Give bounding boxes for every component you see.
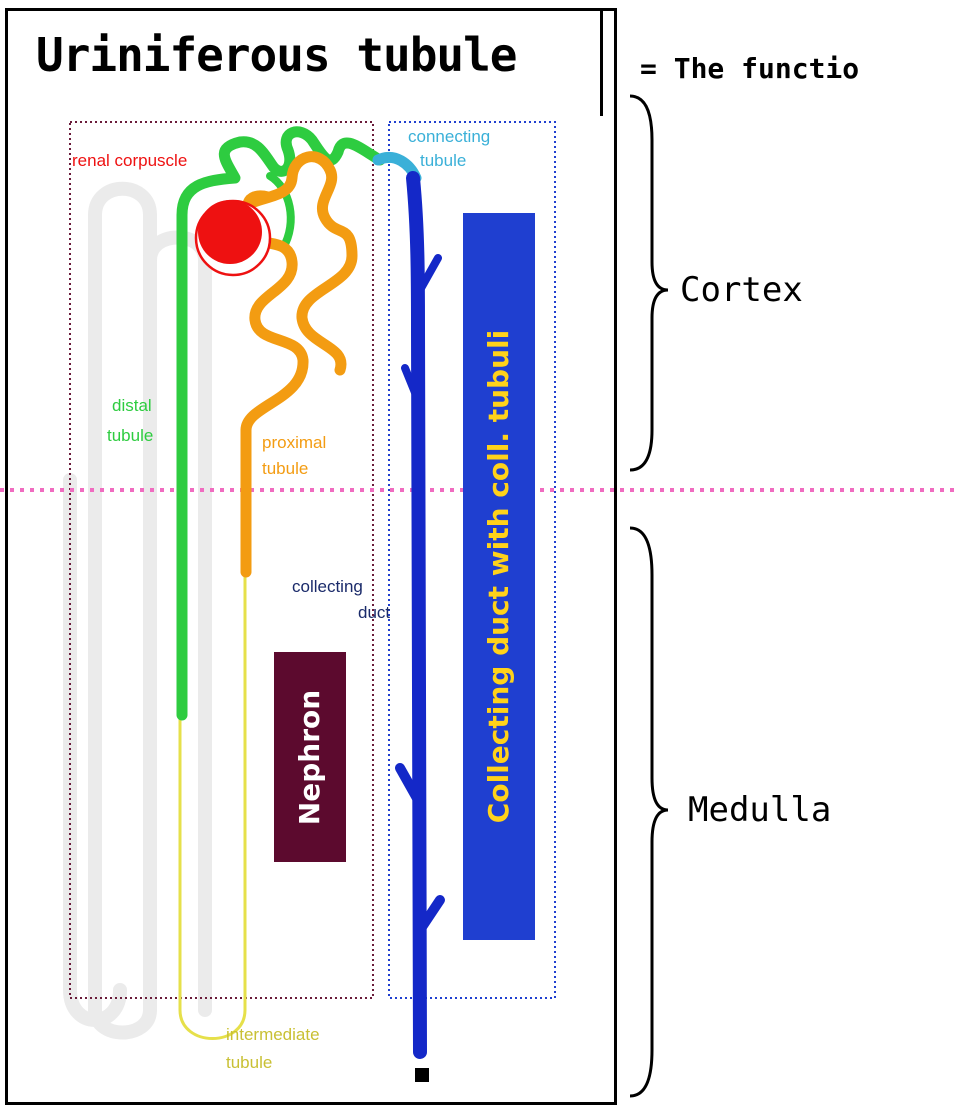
distal-tubule xyxy=(176,126,386,721)
proximal-tubule xyxy=(232,151,358,578)
diagram-frame xyxy=(5,8,617,1105)
medulla-label: Medulla xyxy=(688,790,832,830)
connecting-tubule-label-2: tubule xyxy=(420,151,467,170)
collecting-dotted-box xyxy=(388,121,556,999)
page-title: Uriniferous tubule xyxy=(36,28,517,82)
intermediate-tubule-label-1: intermediate xyxy=(226,1025,320,1044)
proximal-tubule-label-2: tubule xyxy=(262,459,309,478)
collecting-branch-1 xyxy=(416,254,442,294)
glomerulus xyxy=(198,200,262,264)
intermediate-tubule-loop xyxy=(178,575,247,1040)
nephron-label-box: Nephron xyxy=(274,652,346,862)
cortex-label: Cortex xyxy=(680,270,803,310)
renal-corpuscle-label: renal corpuscle xyxy=(72,151,188,170)
connecting-tubule-label-1: connecting xyxy=(408,127,491,146)
cortex-brace xyxy=(629,94,669,472)
distal-tubule-label-2: tubule xyxy=(107,426,154,445)
nephron-dotted-box xyxy=(69,121,374,999)
intermediate-tubule-label-2: tubule xyxy=(226,1053,273,1072)
terminal-marker xyxy=(415,1068,429,1082)
collecting-branch-2 xyxy=(401,364,422,404)
collecting-duct-trunk xyxy=(406,171,427,1059)
nephron-label: Nephron xyxy=(293,689,327,825)
collecting-branch-4 xyxy=(415,895,445,935)
medulla-brace xyxy=(629,526,669,1098)
distal-tubule-label-1: distal xyxy=(112,396,152,415)
collecting-duct-label-1: collecting xyxy=(292,577,363,596)
collecting-duct-label-2: duct xyxy=(358,603,391,622)
distal-loop-around-corpuscle xyxy=(266,172,295,252)
page-subtitle: = The functio xyxy=(640,52,860,85)
title-separator xyxy=(600,8,603,116)
collecting-branch-3 xyxy=(395,763,423,805)
collecting-system-label: Collecting duct with coll. tubuli xyxy=(482,329,516,824)
collecting-system-label-box: Collecting duct with coll. tubuli xyxy=(463,213,535,940)
proximal-tubule-label-1: proximal xyxy=(262,433,327,452)
